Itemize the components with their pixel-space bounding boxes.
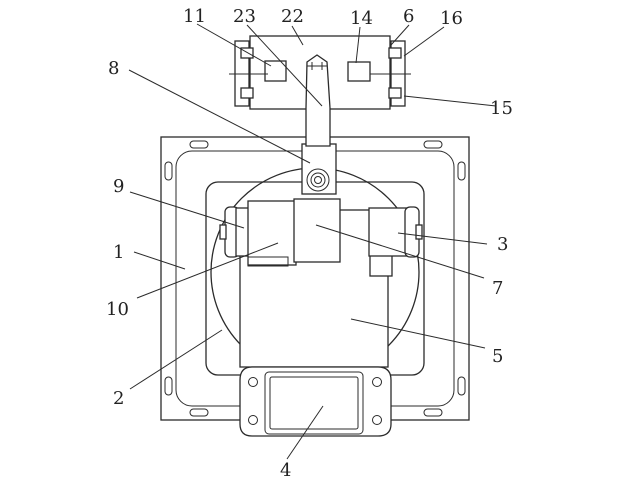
- label-15: 15: [490, 98, 513, 119]
- right-sensor: [347, 61, 371, 82]
- label-5: 5: [492, 346, 503, 367]
- label-9: 9: [113, 176, 124, 197]
- label-8: 8: [108, 58, 119, 79]
- right-bracket: [370, 40, 411, 107]
- label-16: 16: [440, 8, 463, 29]
- joint: [301, 143, 337, 195]
- label-14: 14: [350, 8, 373, 29]
- drive-block: [247, 200, 297, 267]
- part-labels: 11 23 22 14 6 16 15 8 9 1 3 7 10 5 2 4: [106, 6, 513, 481]
- vertical-arm: [305, 54, 331, 147]
- label-4: 4: [280, 460, 291, 481]
- left-clamp-roller: [219, 206, 253, 258]
- label-3: 3: [497, 234, 508, 255]
- label-7: 7: [492, 278, 503, 299]
- label-10: 10: [106, 299, 129, 320]
- mounting-plate: [239, 366, 392, 437]
- label-6: 6: [403, 6, 414, 27]
- leader-lines: [128, 23, 497, 460]
- label-22: 22: [281, 6, 304, 27]
- right-clamp-roller: [368, 206, 423, 277]
- label-1: 1: [113, 242, 124, 263]
- label-23: 23: [233, 6, 256, 27]
- label-11: 11: [183, 6, 206, 27]
- label-2: 2: [113, 388, 124, 409]
- left-bracket: [229, 40, 268, 107]
